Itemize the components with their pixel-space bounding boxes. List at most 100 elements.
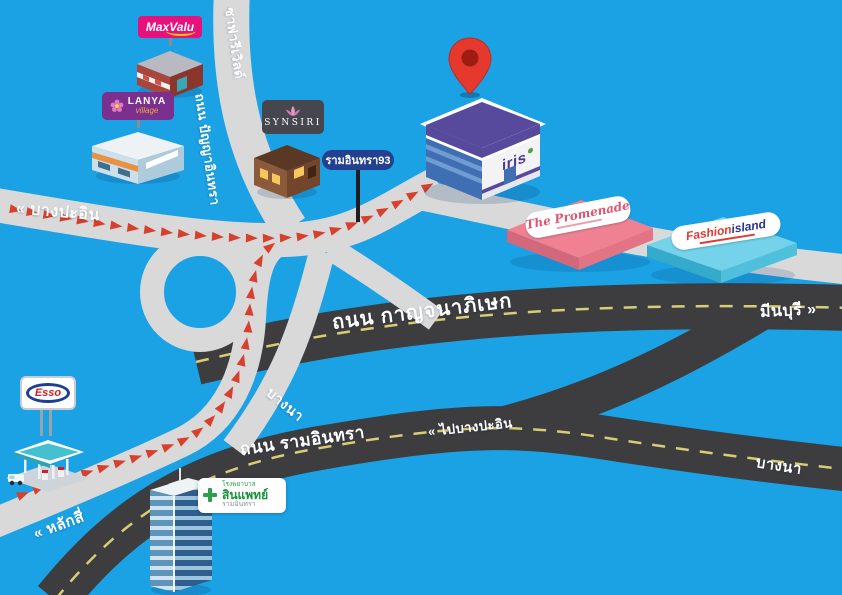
fascia-trim xyxy=(426,135,482,161)
route-arrow xyxy=(223,386,234,399)
synsiri-building-icon xyxy=(254,145,320,199)
route-arrow xyxy=(248,270,258,283)
antenna xyxy=(179,468,181,480)
front-wall xyxy=(507,230,579,270)
route-arrow xyxy=(113,459,126,469)
glass-band xyxy=(426,144,482,172)
fuel-pump xyxy=(58,467,64,477)
esso-sign-pole xyxy=(20,410,72,436)
route-arrow xyxy=(126,222,140,232)
route-arrow xyxy=(246,286,255,300)
fascia-band xyxy=(426,125,482,158)
flower-icon xyxy=(110,99,124,112)
route-arrow xyxy=(177,228,191,238)
glass-wall-left xyxy=(150,490,174,592)
ramp-east xyxy=(323,237,444,330)
route-arrow xyxy=(345,222,358,231)
ramp-bang-na xyxy=(223,248,335,456)
hospital-prefix: โรงพยาบาล xyxy=(222,481,256,488)
truck-wheel xyxy=(17,480,23,486)
destination-pin-icon xyxy=(448,37,492,98)
medical-cross-icon xyxy=(203,488,217,503)
route-arrow xyxy=(214,401,226,414)
landmark-synsiri: SYNSIRI xyxy=(254,100,342,202)
route-arrow xyxy=(231,370,240,384)
hospital-branch: รามอินทรา xyxy=(222,501,256,509)
landmark-fashion-island: Fashion island xyxy=(645,205,800,287)
maxvalu-building-icon xyxy=(137,51,203,98)
route-arrow xyxy=(263,242,276,254)
iris-leaf-icon xyxy=(527,147,533,155)
route-arrow xyxy=(420,183,434,194)
hospital-sign: โรงพยาบาล สินแพทย์ รามอินทรา xyxy=(198,478,286,513)
window xyxy=(272,173,280,185)
window xyxy=(294,166,304,179)
landmark-soi-sign: รามอินทรา93 xyxy=(322,150,394,222)
fuel-pump-top xyxy=(58,467,64,470)
road-bang-pa-in xyxy=(0,167,446,258)
hospital-tower-icon xyxy=(150,468,212,595)
route-arrow xyxy=(211,231,224,241)
route-arrow xyxy=(25,207,39,216)
route-arrow xyxy=(191,427,204,439)
route-arrow xyxy=(329,226,342,236)
landmark-promenade: The Promenade xyxy=(505,188,655,274)
corner-trim xyxy=(173,496,175,592)
iris-building-icon xyxy=(420,98,546,204)
road-panya-indra xyxy=(213,0,306,238)
front-wall xyxy=(254,158,287,198)
road-interchange-ramp-dark xyxy=(500,295,770,444)
route-arrow xyxy=(240,337,250,350)
canopy-pillar xyxy=(66,459,69,475)
route-arrow xyxy=(405,191,419,202)
roof-face xyxy=(426,102,540,148)
fashion-island-label-2: island xyxy=(730,216,767,236)
soi-93-plate: รามอินทรา93 xyxy=(322,150,394,170)
landmark-synphaet-hospital: โรงพยาบาล สินแพทย์ รามอินทรา xyxy=(142,458,286,595)
lanya-sign: LANYA village xyxy=(102,92,174,120)
route-arrow xyxy=(390,199,404,210)
route-arrow xyxy=(236,354,246,367)
truck-wheel xyxy=(9,480,15,486)
route-arrow xyxy=(161,444,175,453)
route-arrow xyxy=(244,303,254,316)
soi-93-pole xyxy=(356,170,360,222)
awning xyxy=(482,170,540,200)
lotus-icon xyxy=(286,106,300,116)
route-arrow xyxy=(312,230,326,240)
route-arrow xyxy=(129,454,143,464)
door xyxy=(177,76,187,92)
front-wall xyxy=(647,245,721,283)
route-arrow xyxy=(9,204,22,214)
route-arrow xyxy=(160,227,174,237)
route-arrow xyxy=(375,207,389,218)
route-arrow xyxy=(253,254,264,268)
route-arrow xyxy=(243,320,253,333)
fascia-band xyxy=(482,124,540,158)
route-arrow xyxy=(194,230,207,240)
window xyxy=(118,167,130,178)
truck-window xyxy=(9,475,15,479)
route-arrow xyxy=(176,437,190,447)
route-arrow xyxy=(16,492,29,501)
landmark-iris: iris xyxy=(416,36,548,204)
route-arrow xyxy=(143,225,157,235)
canopy-edge xyxy=(14,452,50,468)
canopy-pillar xyxy=(24,457,27,473)
window xyxy=(98,161,110,171)
fuel-pump-top xyxy=(42,470,48,473)
route-arrow xyxy=(203,415,216,427)
maxvalu-swoosh-icon xyxy=(166,26,196,36)
landmark-esso: Esso xyxy=(6,376,96,496)
interchange-loop xyxy=(140,232,260,352)
route-arrow xyxy=(262,233,275,243)
esso-sign: Esso xyxy=(20,376,76,410)
pin-hole xyxy=(461,49,479,67)
esso-station-icon xyxy=(6,440,90,492)
roof-face xyxy=(150,478,212,496)
pin-shadow xyxy=(460,92,480,98)
route-arrow xyxy=(42,209,56,219)
canopy-pillar xyxy=(52,465,55,479)
lane-dash-kanchanaphisek xyxy=(195,304,842,364)
